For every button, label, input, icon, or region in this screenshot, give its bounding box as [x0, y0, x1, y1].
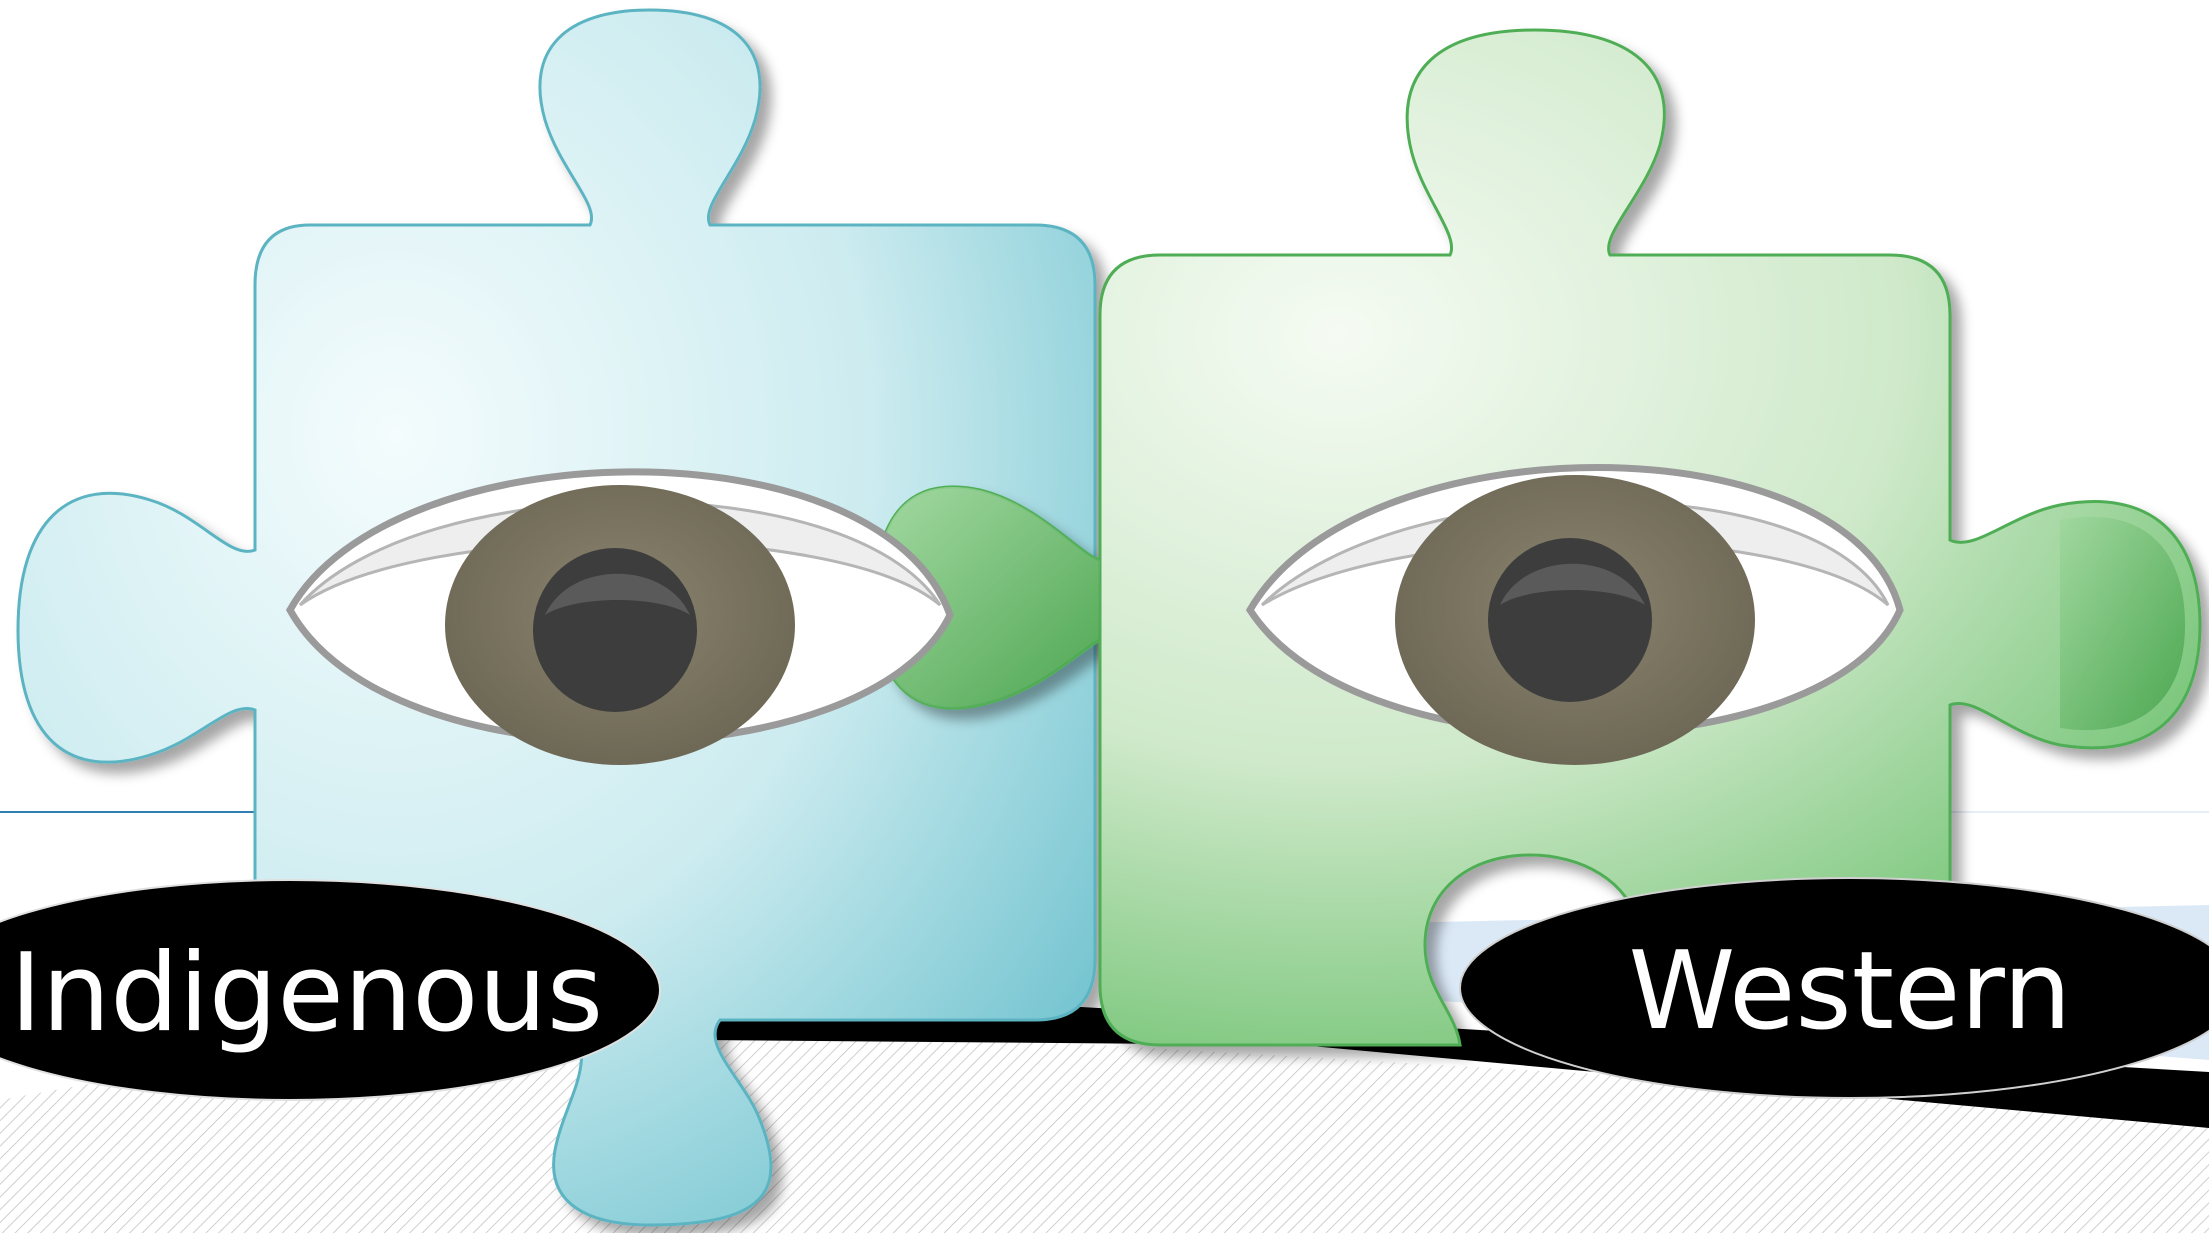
- western-label-text: Western: [1629, 929, 2072, 1054]
- western-label: Western: [1460, 878, 2209, 1098]
- indigenous-label-text: Indigenous: [10, 931, 603, 1056]
- pupil: [1488, 538, 1652, 702]
- pupil: [533, 548, 697, 712]
